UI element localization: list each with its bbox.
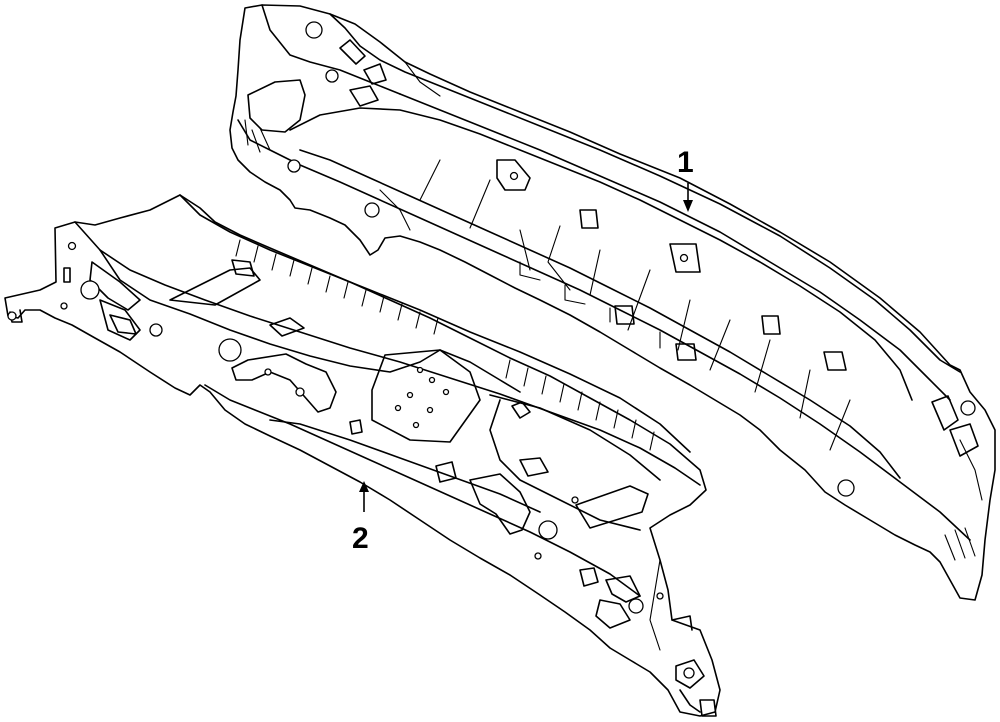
part-2-rear-panel: [4, 194, 721, 717]
callout-1: 1: [677, 146, 694, 212]
callout-1-label: 1: [677, 146, 694, 179]
callout-2: 2: [352, 481, 369, 555]
part-1-rear-panel: [229, 4, 996, 601]
callout-1-arrowhead: [683, 200, 693, 212]
callout-2-label: 2: [352, 522, 369, 555]
callout-2-arrowhead: [359, 481, 369, 492]
